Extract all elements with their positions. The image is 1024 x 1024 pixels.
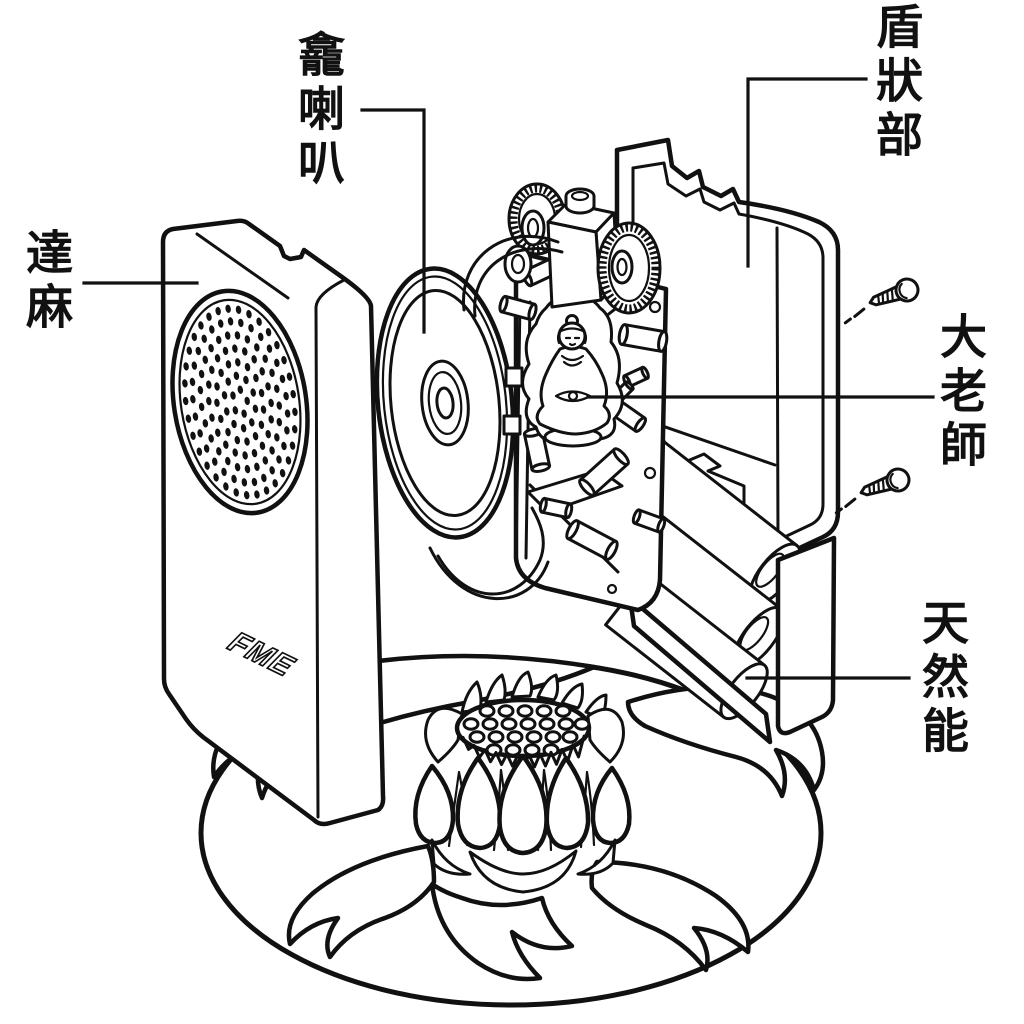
- label-speaker: 龕喇叭: [291, 30, 344, 192]
- mat-leaf: [286, 843, 437, 960]
- petal: [497, 753, 549, 856]
- label-front-case: 達麻: [19, 228, 72, 336]
- speaker-driver: [374, 266, 516, 540]
- component-cylinder: [617, 323, 669, 353]
- wires: [428, 235, 564, 600]
- leader-lines: [82, 77, 935, 680]
- component-cylinder: [498, 294, 538, 322]
- screw: [843, 277, 920, 325]
- gear-icon: [596, 221, 662, 315]
- petal: [544, 755, 591, 851]
- petal: [590, 765, 632, 846]
- component-cylinder: [578, 447, 630, 497]
- gear-train: [503, 182, 662, 315]
- component-cylinder: [565, 519, 619, 561]
- speaker-grille: [170, 288, 310, 516]
- component-cylinder: [631, 508, 667, 534]
- front-case: FME: [160, 218, 386, 827]
- speaker-bracket: [502, 414, 522, 436]
- lotus-flower: [413, 670, 632, 894]
- label-battery: 天然能: [915, 598, 968, 760]
- petal: [455, 755, 503, 851]
- tray-right-wall: [775, 535, 837, 736]
- mat-leaf: [625, 685, 826, 799]
- label-shield: 盾狀部: [869, 2, 922, 164]
- speaker-bracket: [504, 366, 524, 388]
- leader-line-shield: [746, 77, 868, 268]
- screw: [834, 467, 911, 515]
- label-master: 大老師: [933, 312, 986, 474]
- petal: [413, 763, 456, 846]
- buddha-figurine: [521, 295, 624, 448]
- leader-line-speaker: [360, 108, 426, 334]
- lotus-seeds: [462, 704, 591, 757]
- mat-leaf: [589, 859, 751, 973]
- component-cylinder: [538, 496, 574, 520]
- tray-front-wall: [627, 595, 773, 745]
- mat-leaf: [429, 881, 575, 982]
